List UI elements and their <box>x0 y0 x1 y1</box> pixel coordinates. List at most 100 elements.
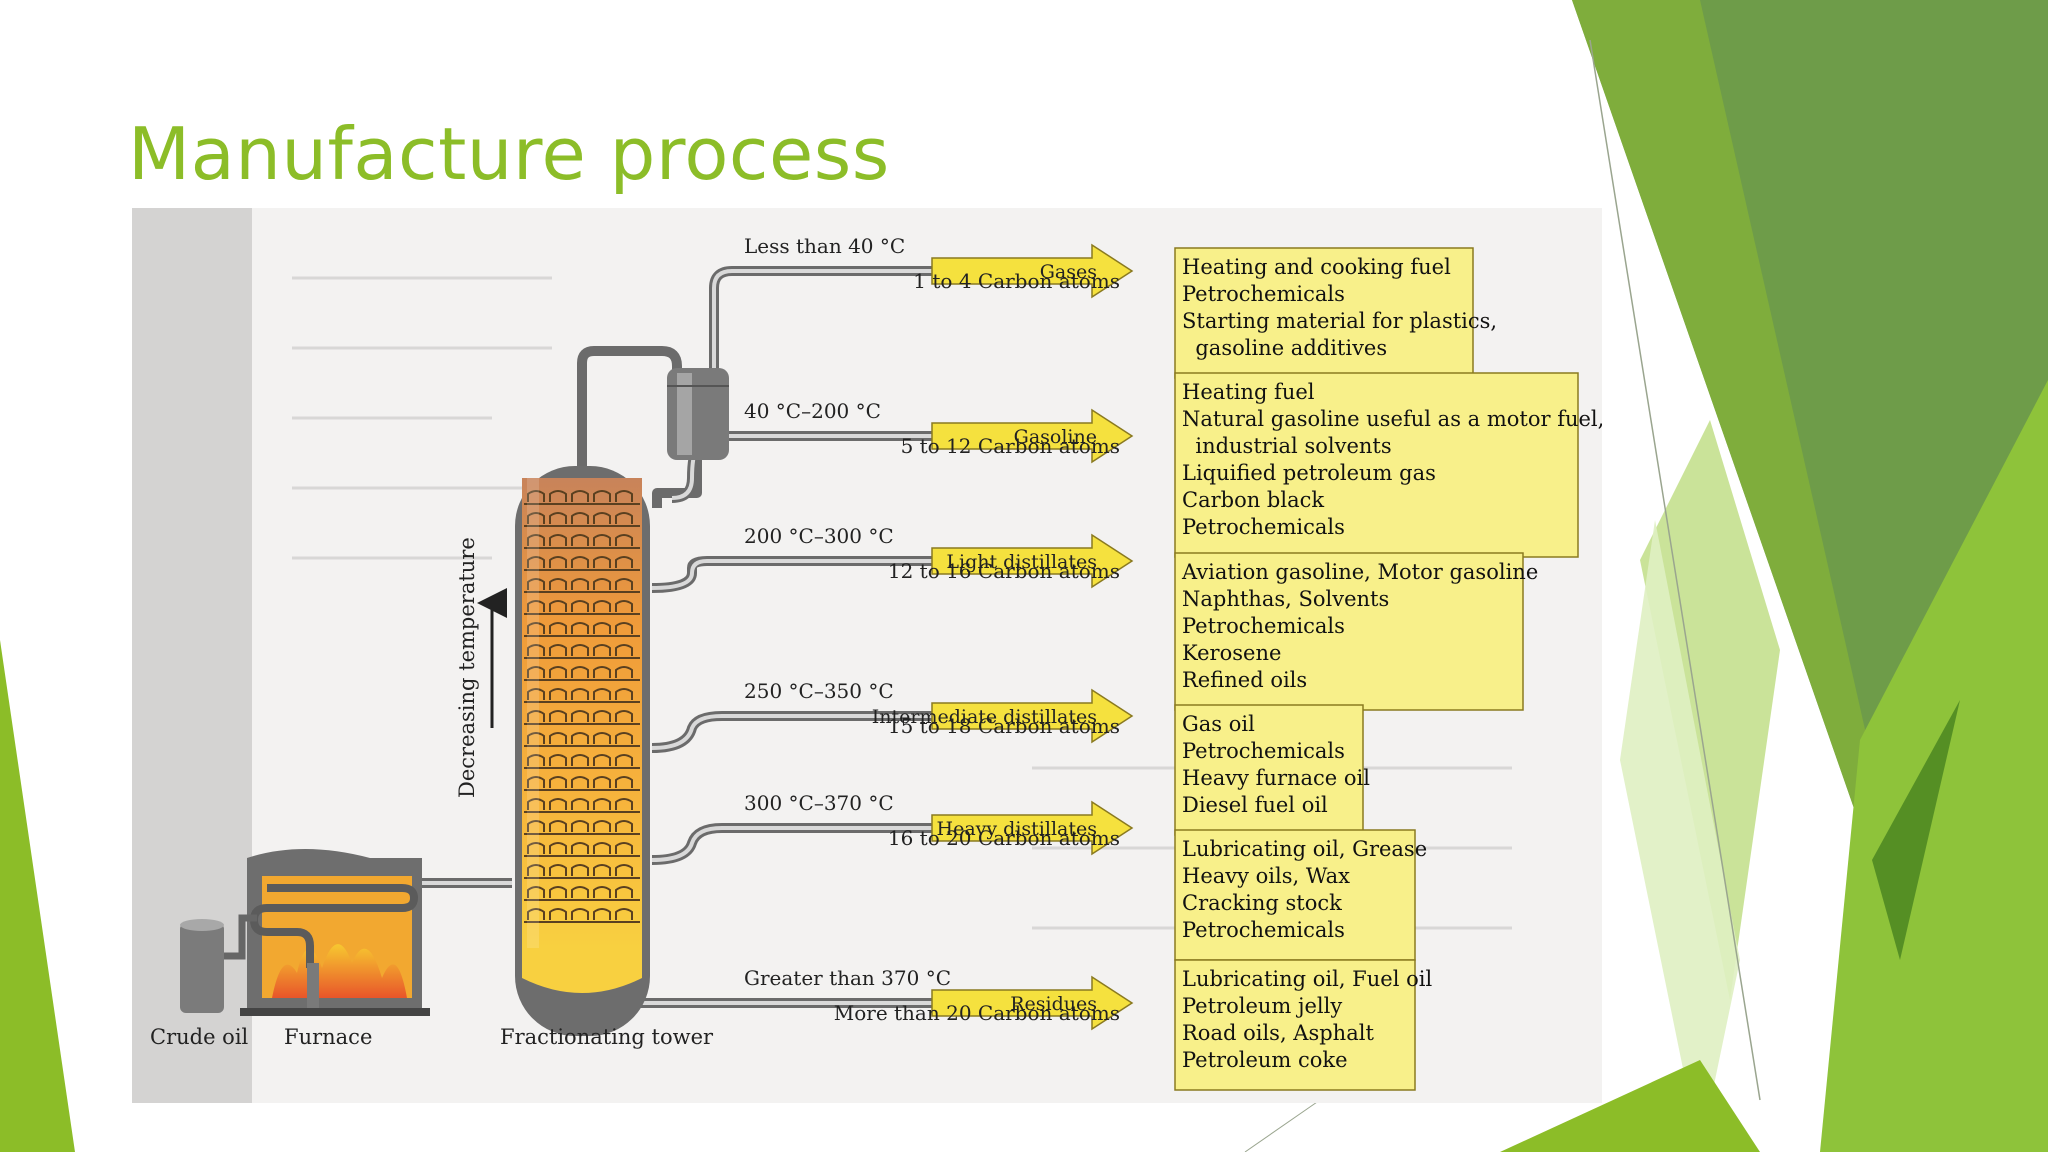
tray-cap <box>615 490 633 502</box>
tray-cap <box>593 644 611 656</box>
tray-cap <box>549 798 567 810</box>
tray-cap <box>571 732 589 744</box>
fraction-use-item: Naphthas, Solvents <box>1182 587 1389 611</box>
tray-cap <box>593 864 611 876</box>
facet-mid <box>1572 0 1890 860</box>
fraction-temperature: Greater than 370 °C <box>744 966 951 990</box>
fraction-arrow <box>931 408 1134 464</box>
tray-cap <box>615 864 633 876</box>
facet-deep <box>1872 700 1960 960</box>
fraction-use-item: Kerosene <box>1182 641 1281 665</box>
slide-decoration-left <box>0 640 75 1152</box>
tray-cap <box>593 776 611 788</box>
fraction-temperature: 250 °C–350 °C <box>744 679 894 703</box>
tray-cap <box>615 644 633 656</box>
tray-cap <box>593 710 611 722</box>
fraction-name: Gases <box>1040 261 1097 283</box>
temperature-axis-label: Decreasing temperature <box>455 537 479 798</box>
fraction-use-item: Aviation gasoline, Motor gasoline <box>1181 560 1538 584</box>
fraction-carbon-atoms: 12 to 16 Carbon atoms <box>888 559 1120 583</box>
tray-cap <box>615 820 633 832</box>
tower-trays <box>524 490 640 923</box>
slide-title: Manufacture process <box>128 112 890 196</box>
fraction-name: Gasoline <box>1014 426 1097 448</box>
tray-cap <box>527 864 545 876</box>
distillation-diagram: Decreasing temperature Crude oil Furnace… <box>132 208 1602 1103</box>
tray-cap <box>527 622 545 634</box>
tray-cap <box>615 798 633 810</box>
tray-cap <box>571 556 589 568</box>
fraction-use-item: Gas oil <box>1182 712 1255 736</box>
tray-cap <box>571 710 589 722</box>
condenser <box>667 368 729 460</box>
tray-cap <box>527 798 545 810</box>
facet-bottom <box>1500 1060 1760 1152</box>
tray-cap <box>593 490 611 502</box>
fraction-use-item: Natural gasoline useful as a motor fuel, <box>1182 407 1602 431</box>
fraction-temperature: 200 °C–300 °C <box>744 524 894 548</box>
tray-cap <box>571 600 589 612</box>
tray-cap <box>615 578 633 590</box>
tray-cap <box>527 534 545 546</box>
crude-oil-label: Crude oil <box>150 1025 249 1049</box>
tray-cap <box>527 908 545 920</box>
fraction-uses-box <box>1174 552 1524 711</box>
tray-cap <box>571 754 589 766</box>
fraction-arrow <box>931 800 1134 856</box>
tray-cap <box>571 820 589 832</box>
tower-label: Fractionating tower <box>500 1025 714 1049</box>
tray-cap <box>571 842 589 854</box>
fraction-uses-box <box>1174 247 1474 379</box>
fraction-use-item: Heavy furnace oil <box>1182 766 1370 790</box>
tray-cap <box>549 556 567 568</box>
tray-cap <box>549 864 567 876</box>
crude-oil-drum <box>180 914 257 1013</box>
tray-cap <box>615 556 633 568</box>
fraction-temperature: Less than 40 °C <box>744 234 905 258</box>
fraction-temperature: 300 °C–370 °C <box>744 791 894 815</box>
fraction-uses-box <box>1174 829 1416 961</box>
tray-cap <box>615 512 633 524</box>
tray-cap <box>593 820 611 832</box>
tray-cap <box>593 688 611 700</box>
fraction-uses-box <box>1174 704 1364 836</box>
tray-cap <box>593 622 611 634</box>
tray-cap <box>615 622 633 634</box>
tray-cap <box>571 798 589 810</box>
furnace-label: Furnace <box>284 1025 372 1049</box>
tray-cap <box>593 512 611 524</box>
facet-pale <box>1620 520 1740 1152</box>
tray-cap <box>571 666 589 678</box>
fraction-carbon-atoms: More than 20 Carbon atoms <box>834 1001 1120 1025</box>
tray-cap <box>615 534 633 546</box>
tray-cap <box>527 776 545 788</box>
fraction-use-item: Road oils, Asphalt <box>1182 1021 1374 1045</box>
tray-cap <box>571 534 589 546</box>
fraction-use-item: Petrochemicals <box>1182 515 1345 539</box>
tray-cap <box>549 666 567 678</box>
fraction-use-item: Lubricating oil, Fuel oil <box>1182 967 1432 991</box>
tray-cap <box>527 666 545 678</box>
tray-cap <box>549 644 567 656</box>
fraction-use-item: gasoline additives <box>1182 336 1387 360</box>
tray-cap <box>593 798 611 810</box>
fraction-carbon-atoms: 5 to 12 Carbon atoms <box>901 434 1120 458</box>
fraction-arrow <box>931 533 1134 589</box>
tray-cap <box>615 600 633 612</box>
tray-cap <box>549 842 567 854</box>
tray-cap <box>527 886 545 898</box>
tray-cap <box>527 490 545 502</box>
tray-cap <box>593 600 611 612</box>
fraction-arrow <box>931 975 1134 1031</box>
fraction-use-item: Petrochemicals <box>1182 282 1345 306</box>
tray-cap <box>571 490 589 502</box>
tray-cap <box>571 644 589 656</box>
tray-cap <box>571 886 589 898</box>
tray-cap <box>549 622 567 634</box>
fraction-use-item: Heavy oils, Wax <box>1182 864 1350 888</box>
